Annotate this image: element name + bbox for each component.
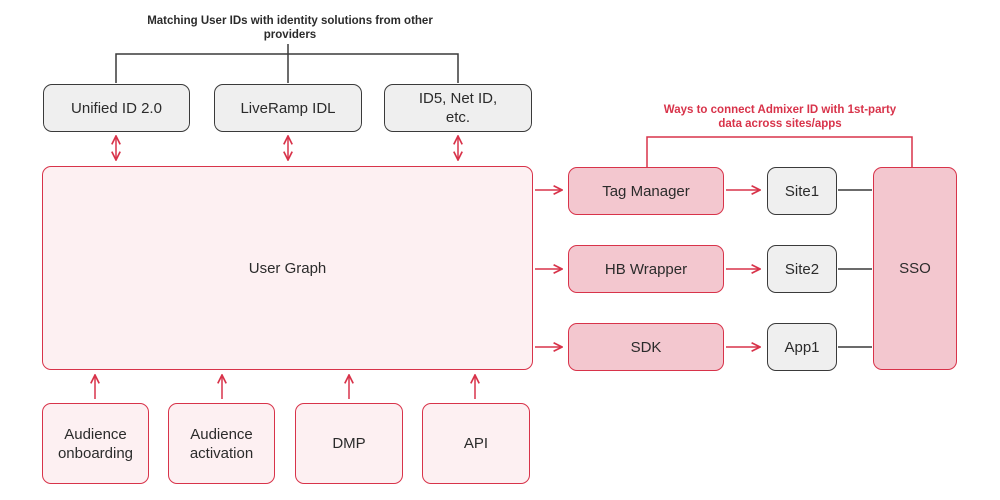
input-arrows: [95, 375, 475, 399]
connector-sdk: SDK: [568, 323, 724, 371]
property-site2: Site2: [767, 245, 837, 293]
connector-tag-manager: Tag Manager: [568, 167, 724, 215]
input-audience-activation: Audience activation: [168, 403, 275, 484]
sso-box: SSO: [873, 167, 957, 370]
input-api: API: [422, 403, 530, 484]
right-note: Ways to connect Admixer ID with 1st-part…: [663, 104, 897, 130]
connector-out-arrows: [726, 190, 760, 347]
provider-bracket: [115, 44, 459, 83]
provider-id5-netid: ID5, Net ID, etc.: [384, 84, 532, 132]
property-sso-lines: [838, 189, 872, 348]
connect-bracket: [646, 136, 913, 167]
input-audience-onboarding: Audience onboarding: [42, 403, 149, 484]
top-note: Matching User IDs with identity solution…: [147, 15, 433, 41]
input-dmp: DMP: [295, 403, 403, 484]
provider-unified-id: Unified ID 2.0: [43, 84, 190, 132]
property-app1: App1: [767, 323, 837, 371]
connector-hb-wrapper: HB Wrapper: [568, 245, 724, 293]
provider-liveramp: LiveRamp IDL: [214, 84, 362, 132]
provider-sync-arrows: [116, 136, 458, 160]
graph-out-arrows: [535, 190, 562, 347]
user-graph: User Graph: [42, 166, 533, 370]
property-site1: Site1: [767, 167, 837, 215]
